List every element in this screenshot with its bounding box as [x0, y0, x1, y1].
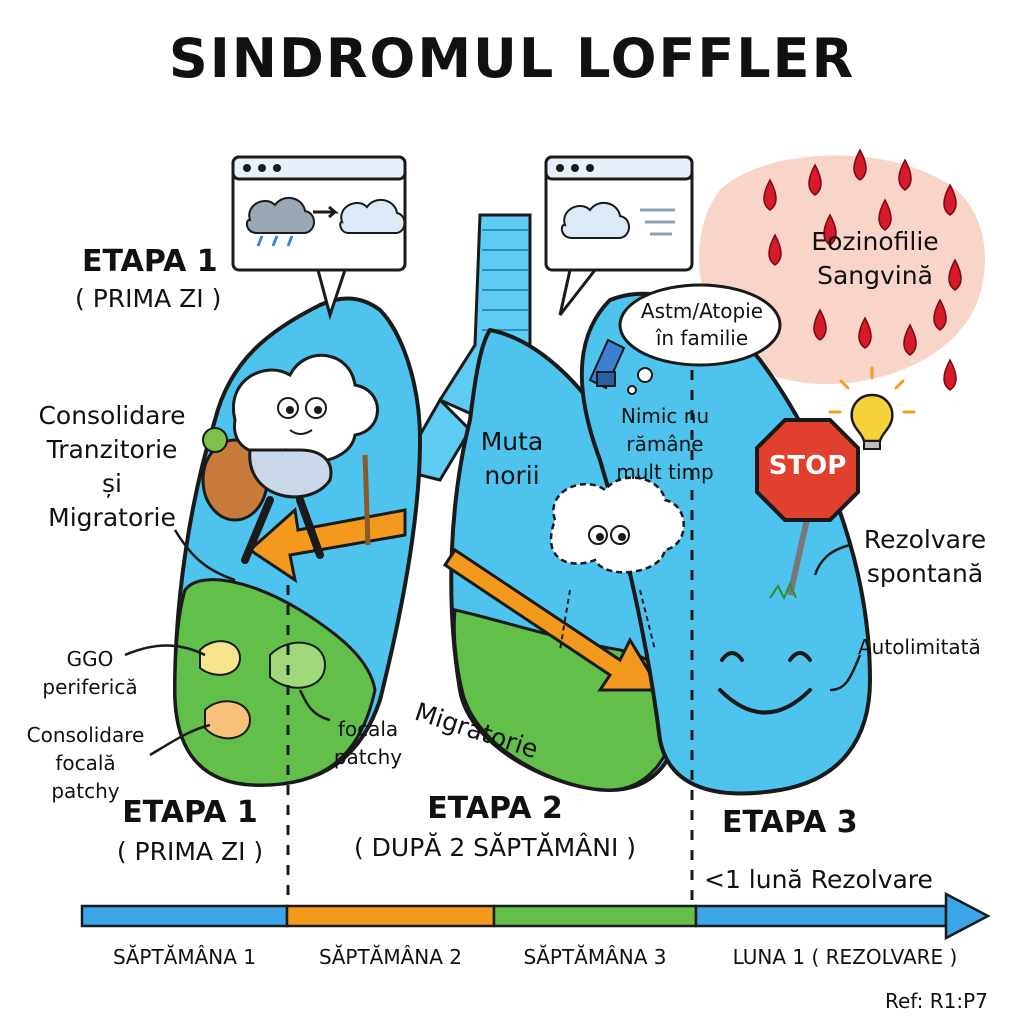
timeline-bar [80, 891, 991, 941]
stage3-subtitle: <1 lună Rezolvare [704, 865, 933, 894]
label-nimic-1: Nimic nu [620, 404, 710, 428]
annotation-lines [124, 529, 862, 757]
stage2-title: ETAPA 2 [427, 791, 563, 826]
page-title: SINDROMUL LOFFLER [168, 27, 856, 90]
label-autolimitata: Autolimitată [858, 635, 981, 659]
thought-bubble [618, 283, 782, 395]
label-eozinofilie-2: Sangvină [817, 261, 933, 290]
label-astm-2: în familie [655, 326, 749, 350]
timeline-week-1: SĂPTĂMÂNA 1 [113, 945, 256, 969]
label-ggo-1: GGO [66, 647, 114, 671]
label-focal-2: focală [55, 751, 116, 775]
label-eozinofilie-1: Eozinofilie [811, 227, 939, 256]
label-muta-1: Muta [480, 427, 544, 456]
label-consolidation-4: Migratorie [48, 503, 176, 532]
reference-label: Ref: R1:P7 [885, 989, 988, 1013]
stage1-bottom-title: ETAPA 1 [122, 795, 258, 830]
label-focal-1: Consolidare [26, 723, 145, 747]
lightbulb-icon [828, 366, 916, 450]
label-nimic-2: rămâne [626, 432, 704, 456]
stage1-title: ETAPA 1 [82, 244, 218, 279]
hiking-cloud-icon [201, 353, 379, 564]
label-rezolvare-1: Rezolvare [863, 525, 987, 554]
label-consolidation-3: și [102, 469, 122, 498]
timeline-week-3: SĂPTĂMÂNA 3 [523, 945, 667, 969]
label-rezolvare-2: spontană [866, 559, 984, 588]
weather-window-middle [544, 155, 694, 316]
stop-sign-icon [755, 418, 860, 601]
blood-drops-icon [763, 148, 962, 391]
weather-window-left [231, 155, 407, 321]
label-muta-2: norii [484, 461, 540, 490]
label-consolidation-1: Consolidare [38, 401, 186, 430]
stage3-title: ETAPA 3 [722, 805, 858, 840]
label-nimic-3: mult timp [616, 460, 714, 484]
timeline-week-2: SĂPTĂMÂNA 2 [319, 945, 462, 969]
stage1-bottom-subtitle: ( PRIMA ZI ) [116, 837, 264, 866]
timeline-month-1: LUNA 1 ( REZOLVARE ) [732, 945, 958, 969]
fading-cloud-icon [549, 476, 685, 651]
label-consolidation-2: Tranzitorie [46, 435, 178, 464]
label-focala-patchy-2: patchy [333, 745, 403, 769]
stage-dividers [286, 370, 694, 900]
stop-sign-label: STOP [768, 451, 847, 481]
label-astm-1: Astm/Atopie [640, 299, 764, 323]
label-focal-3: patchy [51, 779, 120, 803]
label-ggo-2: periferică [42, 675, 138, 699]
stage1-subtitle: ( PRIMA ZI ) [75, 284, 222, 313]
label-focala-patchy-1: focala [337, 717, 399, 741]
stage2-subtitle: ( DUPĂ 2 SĂPTĂMÂNI ) [353, 833, 637, 862]
